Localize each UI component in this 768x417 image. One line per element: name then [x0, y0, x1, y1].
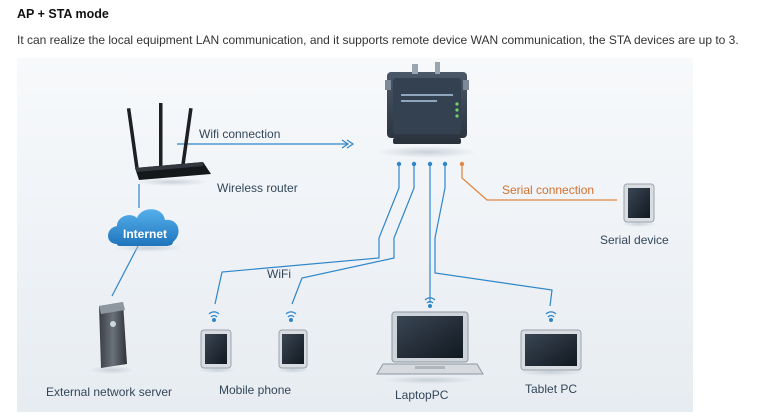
internet-server-line: [111, 245, 139, 297]
router-icon: [126, 103, 211, 186]
serial-connection-label: Serial connection: [502, 183, 594, 197]
link-line-2: [291, 166, 415, 305]
network-diagram: Internet: [46, 62, 669, 402]
link-line-1: [214, 166, 400, 305]
wifi-label: WiFi: [267, 267, 291, 281]
laptop-icon: [376, 311, 484, 384]
server-icon: [90, 302, 134, 374]
external-network-server-label: External network server: [46, 385, 172, 399]
tablet-pc-label: Tablet PC: [525, 382, 577, 396]
cloud-icon: Internet: [108, 209, 182, 252]
page-heading: AP + STA mode: [17, 7, 109, 21]
link-line-4: [434, 166, 553, 307]
tablet-icon: [517, 329, 585, 376]
internet-label: Internet: [123, 227, 167, 241]
serial-connection-line: [461, 166, 617, 201]
serial-device-label: Serial device: [600, 233, 669, 247]
wireless-router-label: Wireless router: [217, 181, 298, 195]
page-description: It can realize the local equipment LAN c…: [17, 33, 739, 47]
wifi-connection-arrow: [341, 139, 355, 149]
module-device-icon: [377, 62, 477, 158]
laptop-pc-label: LaptopPC: [395, 388, 449, 402]
phone-icon: [199, 329, 235, 373]
mobile-phone-label: Mobile phone: [219, 383, 291, 397]
serial-device-icon: [621, 183, 657, 227]
phone-icon: [277, 329, 309, 373]
wifi-signal-icon: [208, 297, 557, 323]
wifi-connection-label: Wifi connection: [199, 127, 280, 141]
diagram-panel: Internet: [17, 58, 693, 412]
